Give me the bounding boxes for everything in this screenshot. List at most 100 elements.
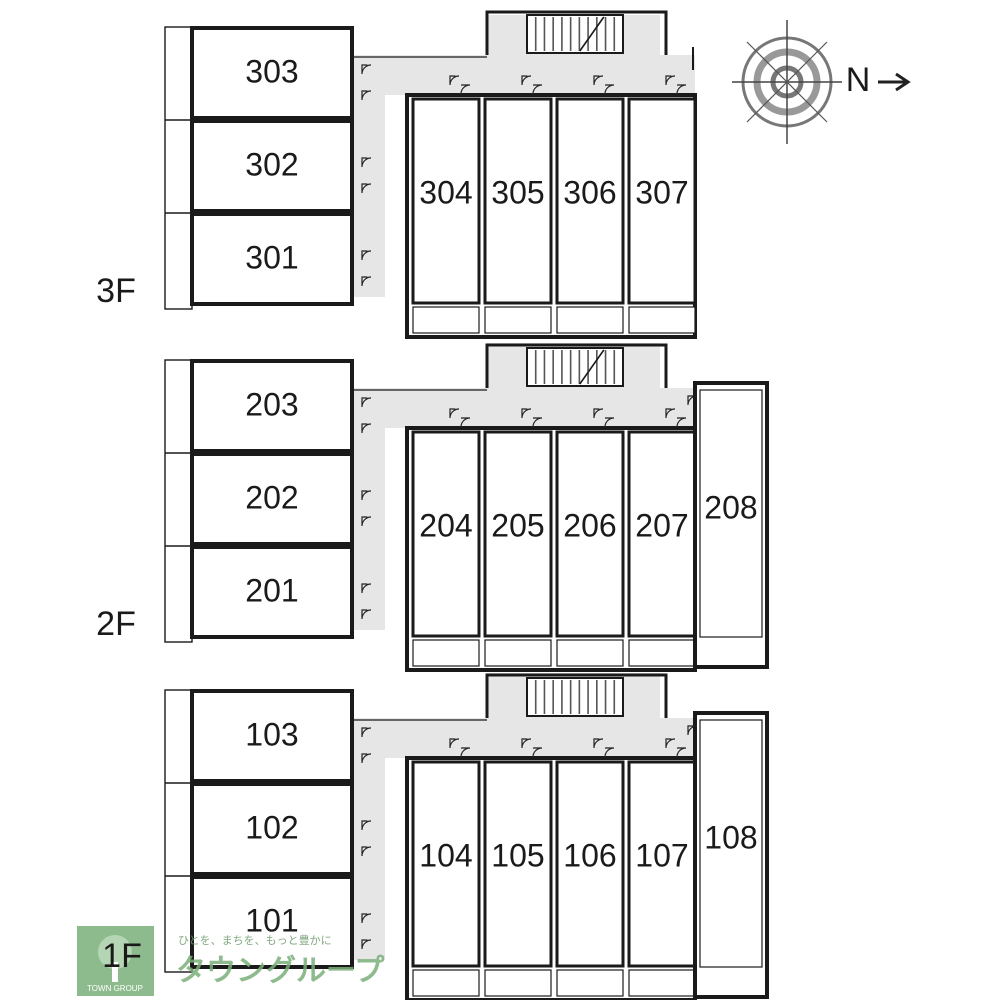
- unit-label-301: 301: [245, 239, 298, 275]
- tree-trunk-icon: [112, 962, 118, 982]
- door-symbol: [687, 725, 698, 736]
- door-symbol: [361, 516, 372, 527]
- stair-frame: [526, 677, 624, 717]
- door-symbol: [521, 738, 532, 749]
- unit-102: [190, 782, 354, 876]
- unit-label-208: 208: [704, 489, 757, 525]
- floor-label-3f: 3F: [96, 272, 136, 310]
- door-symbol: [460, 84, 471, 95]
- compass-arrow-icon: [878, 72, 911, 92]
- door-symbol: [361, 753, 372, 764]
- compass-diagonal: [746, 41, 828, 123]
- unit-label-103: 103: [245, 716, 298, 752]
- unit-105: [483, 760, 553, 968]
- unit-207: [627, 430, 697, 638]
- unit-305: [483, 97, 553, 305]
- door-symbol: [665, 408, 676, 419]
- balcony-206: [556, 639, 624, 667]
- door-symbol: [449, 408, 460, 419]
- door-symbol: [593, 75, 604, 86]
- unit-label-206: 206: [563, 507, 616, 543]
- door-symbol: [361, 423, 372, 434]
- door-symbol: [604, 417, 615, 428]
- unit-202: [190, 452, 354, 546]
- door-symbol: [460, 747, 471, 758]
- unit-label-101: 101: [245, 902, 298, 938]
- door-symbol: [361, 609, 372, 620]
- door-symbol: [593, 408, 604, 419]
- floor-label-2f: 2F: [96, 605, 136, 643]
- door-symbol: [676, 84, 687, 95]
- stair-frame: [526, 14, 624, 54]
- unit-inner-208: [699, 389, 763, 638]
- door-symbol: [361, 913, 372, 924]
- door-symbol: [361, 490, 372, 501]
- unit-306: [555, 97, 625, 305]
- unit-label-302: 302: [245, 146, 298, 182]
- door-symbol: [532, 84, 543, 95]
- door-symbol: [361, 397, 372, 408]
- door-symbol: [665, 738, 676, 749]
- unit-label-306: 306: [563, 174, 616, 210]
- unit-label-205: 205: [491, 507, 544, 543]
- balcony-west: [164, 689, 193, 973]
- compass-north-letter: N: [846, 61, 871, 99]
- unit-206: [555, 430, 625, 638]
- door-symbol: [532, 747, 543, 758]
- unit-104: [411, 760, 481, 968]
- unit-label-105: 105: [491, 837, 544, 873]
- stair-break-line: [579, 16, 605, 52]
- watermark-brand: タウングループ: [176, 954, 385, 989]
- balcony-305: [484, 306, 552, 334]
- door-symbol: [449, 75, 460, 86]
- balcony-104: [412, 969, 480, 997]
- unit-203: [190, 359, 354, 453]
- unit-106: [555, 760, 625, 968]
- balcony-304: [412, 306, 480, 334]
- stair-frame: [526, 347, 624, 387]
- unit-301: [190, 212, 354, 306]
- unit-101: [190, 875, 354, 969]
- unit-302: [190, 119, 354, 213]
- door-symbol: [361, 727, 372, 738]
- unit-205: [483, 430, 553, 638]
- unit-107: [627, 760, 697, 968]
- unit-103: [190, 689, 354, 783]
- unit-201: [190, 545, 354, 639]
- door-symbol: [361, 90, 372, 101]
- stair-landing-wall: [485, 673, 668, 718]
- balcony-207: [628, 639, 696, 667]
- door-symbol: [361, 183, 372, 194]
- unit-label-202: 202: [245, 479, 298, 515]
- unit-303: [190, 26, 354, 120]
- corridor: [353, 673, 693, 960]
- unit-label-104: 104: [419, 837, 472, 873]
- balcony-west: [164, 359, 193, 643]
- door-symbol: [361, 939, 372, 950]
- unit-label-307: 307: [635, 174, 688, 210]
- door-symbol: [361, 250, 372, 261]
- door-symbol: [449, 738, 460, 749]
- door-symbol: [676, 747, 687, 758]
- door-symbol: [361, 276, 372, 287]
- door-symbol: [361, 846, 372, 857]
- door-symbol: [532, 417, 543, 428]
- unit-304: [411, 97, 481, 305]
- unit-label-106: 106: [563, 837, 616, 873]
- floor-label-1f: 1F: [102, 937, 142, 975]
- balcony-105: [484, 969, 552, 997]
- balcony-west: [164, 26, 193, 310]
- door-symbol: [361, 820, 372, 831]
- stair-landing-wall: [485, 10, 668, 55]
- door-symbol: [361, 64, 372, 75]
- balcony-106: [556, 969, 624, 997]
- unit-label-203: 203: [245, 386, 298, 422]
- unit-label-102: 102: [245, 809, 298, 845]
- balcony-107: [628, 969, 696, 997]
